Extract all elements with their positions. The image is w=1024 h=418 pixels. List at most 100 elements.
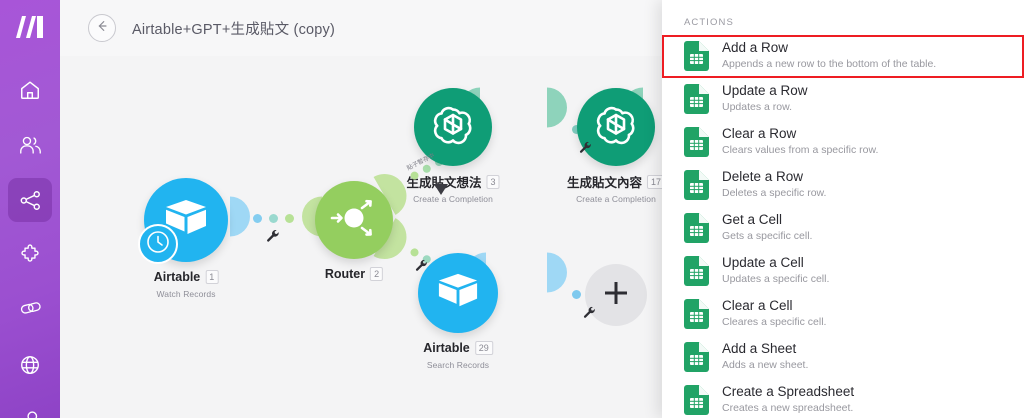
panel-heading: ACTIONS [684, 17, 734, 28]
globe-icon [19, 354, 41, 376]
key-icon [19, 409, 41, 418]
connector-out-airtable-watch [230, 196, 250, 242]
action-texts: Update a Cell Updates a specific cell. [722, 253, 829, 287]
google-sheets-icon [684, 170, 709, 205]
action-description: Clears values from a specific row. [722, 144, 879, 156]
module-bubble[interactable] [144, 178, 228, 262]
sidebar-item-team[interactable] [8, 123, 52, 167]
module-badge: 1 [205, 269, 219, 284]
module-caption: Router 2 [324, 265, 384, 283]
action-description: Creates a new spreadsheet. [722, 402, 854, 414]
schedule-badge[interactable] [138, 224, 178, 264]
sidebar-item-connections[interactable] [8, 288, 52, 332]
module-title: Router [324, 266, 366, 281]
action-texts: Clear a Cell Cleares a specific cell. [722, 296, 826, 330]
module-subtitle: Create a Completion [413, 194, 493, 204]
connector-out-router-top [373, 169, 407, 218]
google-sheets-icon [684, 213, 709, 248]
sidebar-item-webhooks[interactable] [8, 343, 52, 387]
action-title: Clear a Row [722, 126, 797, 141]
action-texts: Delete a Row Deletes a specific row. [722, 167, 826, 201]
action-description: Appends a new row to the bottom of the t… [722, 58, 937, 70]
action-list: Add a Row Appends a new row to the botto… [662, 35, 1024, 418]
connector-wrench-3[interactable] [578, 140, 593, 160]
action-item-6[interactable]: Clear a Cell Cleares a specific cell. [662, 293, 1024, 336]
clock-icon [145, 229, 171, 260]
action-description: Updates a row. [722, 101, 793, 113]
action-description: Cleares a specific cell. [722, 316, 827, 328]
action-title: Update a Row [722, 83, 808, 98]
action-item-7[interactable]: Add a Sheet Adds a new sheet. [662, 336, 1024, 379]
actions-panel: ACTIONS Add a Row Appends a new row to t… [662, 0, 1024, 418]
connector-dots-1 [253, 214, 294, 223]
module-title: 生成貼文內容 [566, 176, 642, 190]
sidebar-item-templates[interactable] [8, 233, 52, 277]
left-navigation-rail [0, 0, 60, 418]
module-bubble[interactable] [315, 181, 393, 259]
action-title: Get a Cell [722, 212, 783, 227]
connector-out-gpt-idea [547, 87, 567, 133]
module-subtitle: Watch Records [156, 289, 216, 299]
airtable-icon [435, 270, 481, 317]
action-description: Adds a new sheet. [722, 359, 809, 371]
action-texts: Get a Cell Gets a specific cell. [722, 210, 812, 244]
action-item-4[interactable]: Get a Cell Gets a specific cell. [662, 207, 1024, 250]
action-item-8[interactable]: Create a Spreadsheet Creates a new sprea… [662, 379, 1024, 418]
share-nodes-icon [19, 189, 42, 212]
module-badge: 17 [647, 174, 666, 189]
sidebar-item-scenarios[interactable] [8, 178, 52, 222]
module-subtitle: Search Records [426, 360, 490, 370]
module-title: Airtable [153, 269, 201, 284]
module-bubble[interactable] [577, 88, 655, 166]
action-description: Deletes a specific row. [722, 187, 827, 199]
action-description: Updates a specific cell. [722, 273, 830, 285]
action-title: Update a Cell [722, 255, 804, 270]
action-texts: Add a Row Appends a new row to the botto… [722, 38, 936, 72]
module-badge: 2 [370, 266, 384, 281]
connector-wrench-4[interactable] [582, 305, 597, 325]
make-logo[interactable] [10, 14, 50, 40]
google-sheets-icon [684, 385, 709, 418]
module-bubble[interactable] [414, 88, 492, 166]
action-texts: Update a Row Updates a row. [722, 81, 808, 115]
connector-wrench-2[interactable] [414, 258, 429, 278]
rail-item-list [0, 68, 60, 418]
module-router[interactable]: Router 2 [315, 181, 393, 281]
connector-out-router-bottom [373, 217, 407, 270]
google-sheets-icon [684, 84, 709, 119]
home-icon [19, 79, 41, 101]
back-button[interactable] [88, 14, 116, 42]
sidebar-item-keys[interactable] [8, 398, 52, 418]
action-item-2[interactable]: Clear a Row Clears values from a specifi… [662, 121, 1024, 164]
action-texts: Create a Spreadsheet Creates a new sprea… [722, 382, 854, 416]
action-item-1[interactable]: Update a Row Updates a row. [662, 78, 1024, 121]
router-icon [326, 190, 382, 251]
connector-wrench-1[interactable] [265, 228, 281, 249]
module-bubble[interactable] [418, 253, 498, 333]
plus-icon [601, 278, 631, 313]
google-sheets-icon [684, 256, 709, 291]
action-item-5[interactable]: Update a Cell Updates a specific cell. [662, 250, 1024, 293]
module-caption: Airtable 1 Watch Records [154, 268, 219, 299]
puzzle-icon [19, 244, 41, 266]
link-icon [19, 299, 42, 321]
action-item-0[interactable]: Add a Row Appends a new row to the botto… [662, 35, 1024, 78]
module-title: Airtable [423, 340, 470, 355]
module-badge: 3 [486, 174, 500, 189]
action-title: Add a Row [722, 40, 789, 55]
panel-pointer [662, 282, 663, 304]
sidebar-item-home[interactable] [8, 68, 52, 112]
filter-triangle-icon[interactable] [434, 182, 448, 200]
arrow-left-icon [95, 19, 109, 38]
action-item-3[interactable]: Delete a Row Deletes a specific row. [662, 164, 1024, 207]
users-icon [19, 134, 42, 156]
scenario-title: Airtable+GPT+生成貼文 (copy) [132, 21, 336, 38]
module-airtable-watch[interactable]: Airtable 1 Watch Records [138, 178, 228, 299]
add-module-button[interactable] [585, 264, 647, 326]
